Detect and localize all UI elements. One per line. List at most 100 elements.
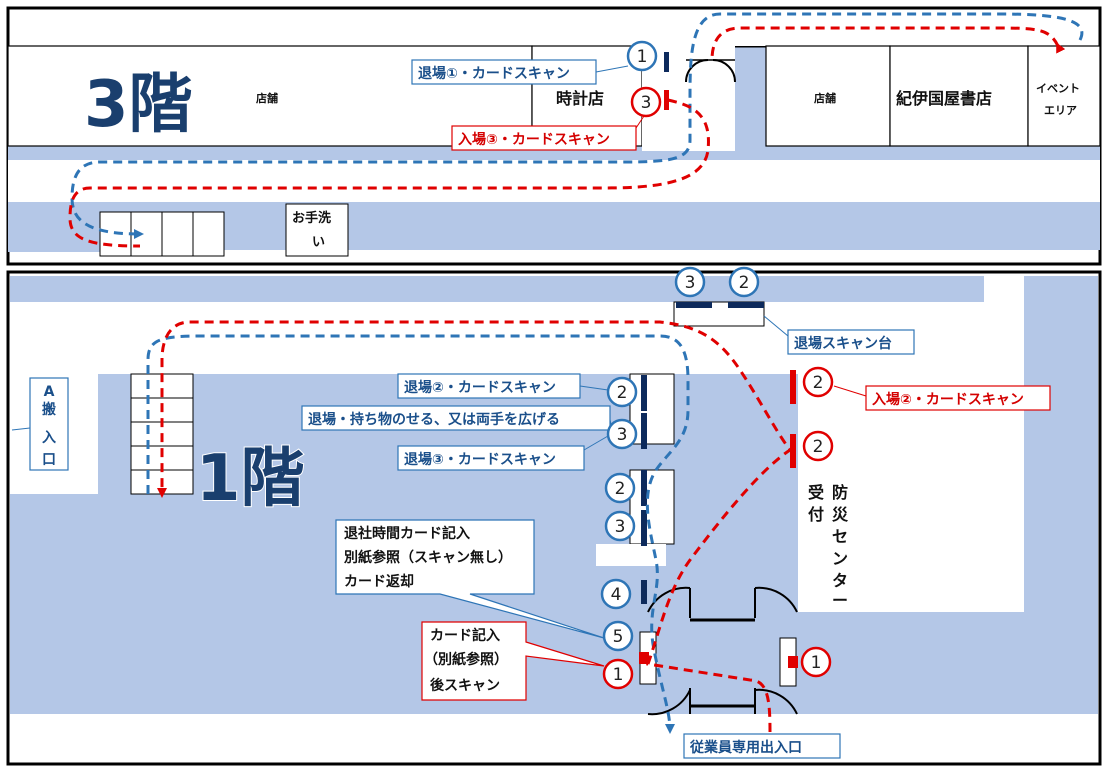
badge-1f-1-right: 1 <box>800 646 832 678</box>
svg-text:2: 2 <box>813 437 824 457</box>
scanner-entry-2b <box>790 434 796 468</box>
badge-1f-4: 4 <box>600 578 632 610</box>
svg-text:2: 2 <box>813 373 824 393</box>
callout-exit-belongings: 退場・持ち物のせる、又は両手を広げる <box>301 405 613 431</box>
counter-upper <box>629 373 675 445</box>
shop-right <box>765 45 891 147</box>
badge-1f-red-2a: 2 <box>802 366 834 398</box>
svg-text:防: 防 <box>832 483 848 502</box>
floor1-plan <box>6 270 1102 766</box>
scanner-exit-3 <box>641 413 647 449</box>
badge-1f-top-3: 3 <box>674 266 706 298</box>
svg-text:退場②・カードスキャン: 退場②・カードスキャン <box>404 379 556 396</box>
callout-exit-scan-table: 退場スキャン台 <box>763 315 915 355</box>
bookstore-label: 紀伊国屋書店 <box>896 89 992 108</box>
floor1-right-corridor <box>1024 276 1098 714</box>
scanner-table-2 <box>728 302 764 308</box>
scanner-table-3 <box>676 302 712 308</box>
route-red-1f <box>157 320 793 733</box>
svg-text:2: 2 <box>617 383 628 403</box>
clock-shop-label: 時計店 <box>556 89 604 108</box>
svg-text:ン: ン <box>832 549 848 568</box>
callout-exit-scan-2: 退場②・カードスキャン <box>397 373 609 399</box>
svg-text:ー: ー <box>832 591 848 610</box>
svg-text:退場③・カードスキャン: 退場③・カードスキャン <box>404 451 556 468</box>
scanner-entry-1-right <box>788 656 798 668</box>
floor1-bottom-right <box>796 612 1026 714</box>
svg-text:1: 1 <box>613 665 624 685</box>
badge-1f-top-2: 2 <box>728 266 760 298</box>
svg-text:2: 2 <box>615 479 626 499</box>
callout-leave-time: 退社時間カード記入 別紙参照（スキャン無し） カード返却 <box>335 519 605 639</box>
callout-exit-scan-1: 退場①・カードスキャン <box>411 59 629 85</box>
event-area-label-2: エリア <box>1044 104 1077 117</box>
restroom-label-2: い <box>312 235 325 250</box>
entry-scan-3-text: 入場③・カードスキャン <box>458 131 610 148</box>
svg-text:3: 3 <box>685 273 696 293</box>
floor1-title: 1階 <box>196 442 305 516</box>
scanner-exit-1 <box>664 52 669 72</box>
badge-1f-mid-3b: 3 <box>604 510 636 542</box>
svg-text:受: 受 <box>808 483 824 502</box>
callout-exit-scan-3: 退場③・カードスキャン <box>397 435 609 471</box>
badge-1f-mid-3a: 3 <box>606 418 638 450</box>
exit-scan-1-text: 退場①・カードスキャン <box>418 65 570 82</box>
event-area <box>1027 45 1101 147</box>
svg-text:2: 2 <box>739 273 750 293</box>
floor3-title: 3階 <box>84 68 193 142</box>
scanner-entry-1-left <box>639 652 649 664</box>
route-red-3f-top <box>710 26 1066 61</box>
svg-text:カード記入: カード記入 <box>430 627 500 644</box>
callout-entry-scan-3: 入場③・カードスキャン <box>451 115 645 151</box>
svg-text:従業員専用出入口: 従業員専用出入口 <box>689 739 802 756</box>
disaster-center-block <box>798 374 854 610</box>
shop-right-label: 店舗 <box>814 91 836 105</box>
badge-1f-mid-2a: 2 <box>606 376 638 408</box>
restroom <box>285 203 349 257</box>
svg-text:1: 1 <box>811 653 822 673</box>
svg-text:付: 付 <box>808 505 824 524</box>
scanner-entry-3 <box>664 90 669 110</box>
bookstore <box>889 45 1029 147</box>
svg-text:後スキャン: 後スキャン <box>430 677 500 694</box>
floor3-white-band <box>8 160 1100 202</box>
floor1-top-corridor <box>10 276 984 302</box>
restroom-label-1: お手洗 <box>292 210 331 226</box>
scanner-4 <box>641 580 647 604</box>
svg-text:3: 3 <box>615 517 626 537</box>
route-blue-1f <box>146 334 690 734</box>
floor3-corridor-gap <box>735 46 765 160</box>
svg-text:セ: セ <box>832 527 848 546</box>
floor1-left-hall <box>10 494 110 714</box>
svg-text:タ: タ <box>832 571 848 590</box>
scanner-exit-2 <box>641 375 647 411</box>
scanner-lower-3 <box>641 510 647 546</box>
svg-text:入: 入 <box>42 430 56 446</box>
scanner-lower-2 <box>641 470 647 506</box>
counter-lower <box>629 469 675 545</box>
svg-text:5: 5 <box>613 627 624 647</box>
event-area-label-1: イベント <box>1036 82 1080 95</box>
shop-left-label: 店舗 <box>256 91 278 105</box>
svg-text:退場・持ち物のせる、又は両手を広げる: 退場・持ち物のせる、又は両手を広げる <box>308 411 560 428</box>
svg-text:A: A <box>44 384 55 400</box>
svg-text:（別紙参照）: （別紙参照） <box>424 651 508 668</box>
svg-text:カード返却: カード返却 <box>344 573 414 590</box>
svg-text:4: 4 <box>611 585 622 605</box>
svg-text:入場②・カードスキャン: 入場②・カードスキャン <box>872 391 1024 408</box>
svg-text:退場スキャン台: 退場スキャン台 <box>794 335 892 352</box>
scanner-entry-2a <box>790 370 796 404</box>
badge-3f-1: 1 <box>626 40 658 72</box>
callout-staff-entrance: 従業員専用出入口 <box>683 733 841 759</box>
callout-card-entry: カード記入 （別紙参照） 後スキャン <box>421 621 605 701</box>
callout-entry-scan-2: 入場②・カードスキャン <box>833 385 1051 411</box>
route-red-3f <box>68 98 710 248</box>
badge-3f-3: 3 <box>630 86 662 118</box>
disaster-center-label: 防 災 セ ン タ ー 受 付 <box>808 483 849 610</box>
svg-text:1: 1 <box>637 47 648 67</box>
svg-text:3: 3 <box>617 425 628 445</box>
floor3-corridor-left <box>8 202 100 252</box>
route-blue-3f <box>70 12 1084 239</box>
